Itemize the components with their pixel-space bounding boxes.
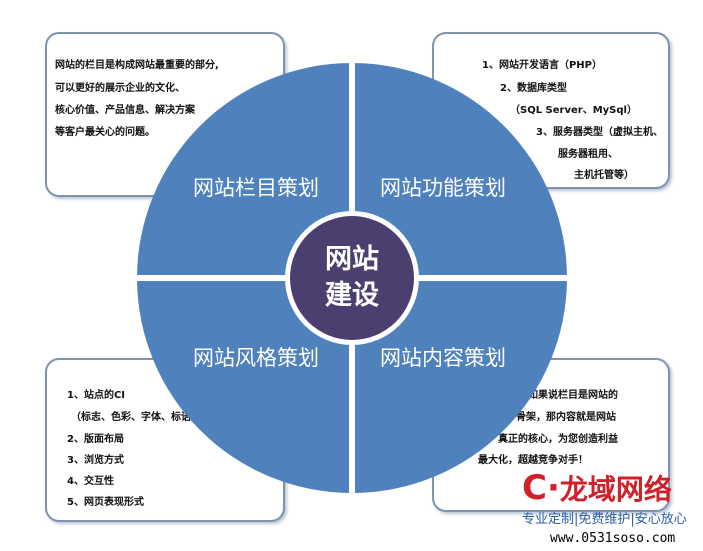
quadrant-label-content: 网站内容策划 (380, 346, 506, 370)
logo-url: www.0531soso.com (550, 531, 676, 546)
center-title: 网站 建设 (292, 218, 412, 338)
box-text: 3、浏览方式 (67, 455, 124, 466)
box-text: 如果说栏目是网站的 (528, 390, 618, 401)
box-text: 核心价值、产品信息、解决方案 (55, 105, 195, 116)
quadrant-label-features: 网站功能策划 (380, 176, 506, 200)
box-text: 4、交互性 (67, 476, 114, 487)
box-text: 5、网页表现形式 (67, 497, 144, 508)
box-text: 网站的栏目是构成网站最重要的部分, (55, 60, 219, 71)
company-logo: C· 龙域网络 专业定制|免费维护|安心放心 www.0531soso.com (522, 468, 687, 546)
box-text: 1、网站开发语言（PHP） (482, 60, 602, 71)
box-text: 等客户最关心的问题。 (55, 127, 155, 138)
box-text: （标志、色彩、字体、标语） (71, 412, 201, 423)
box-text: 可以更好的展示企业的文化、 (55, 83, 185, 94)
box-text: 主机托管等） (574, 170, 634, 181)
box-text: 服务器租用、 (558, 149, 618, 160)
logo-name: 龙域网络 (559, 473, 672, 506)
quadrant-label-style: 网站风格策划 (193, 346, 319, 370)
box-text: 1、站点的CI (67, 390, 126, 401)
logo-c-icon: C· (522, 468, 560, 508)
info-box-bottom-left: 1、站点的CI （标志、色彩、字体、标语） 2、版面布局 3、浏览方式 4、交互… (45, 358, 285, 522)
box-text: 3、服务器类型（虚拟主机、 (536, 127, 663, 138)
center-line-1: 网站 (325, 244, 379, 275)
box-text: 2、版面布局 (67, 434, 124, 445)
box-text: （SQL Server、MySql） (510, 105, 637, 116)
logo-slogan: 专业定制|免费维护|安心放心 (522, 512, 687, 527)
box-text: 最大化，超越竞争对手！ (478, 455, 588, 466)
box-text: 真正的核心，为您创造利益 (498, 434, 618, 445)
box-text: 2、数据库类型 (500, 83, 567, 94)
center-line-2: 建设 (325, 280, 379, 311)
box-text: 骨架，那内容就是网站 (516, 412, 616, 423)
quadrant-label-columns: 网站栏目策划 (193, 176, 319, 200)
center-circle (290, 216, 414, 340)
